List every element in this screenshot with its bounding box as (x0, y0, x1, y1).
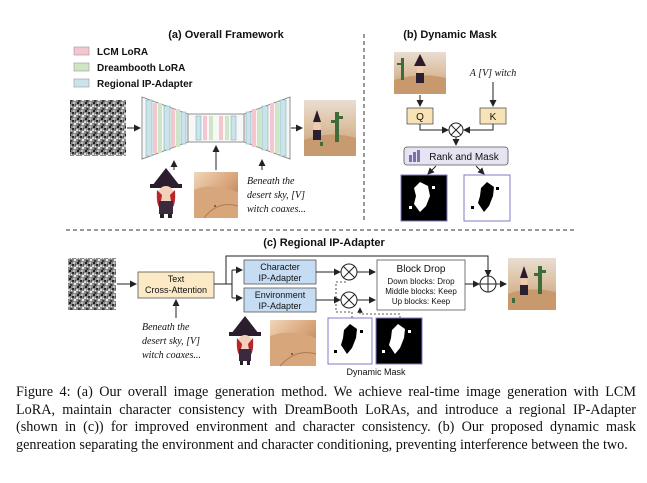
prompt-c-line-3: witch coaxes... (142, 350, 201, 361)
k-label: K (490, 112, 497, 123)
output-image-c (508, 258, 556, 310)
arrow-q-to-mult (419, 124, 449, 134)
panel-c-title: (c) Regional IP-Adapter (263, 237, 385, 249)
text-xattn-line-1: Text (168, 274, 185, 284)
panel-b-title: (b) Dynamic Mask (403, 29, 497, 41)
multiply-icon-b (448, 122, 464, 138)
unet (141, 96, 291, 160)
figure-diagram: (a) Overall Framework LCM LoRA Dreamboot… (66, 29, 574, 377)
char-adapter-line-2: IP-Adapter (258, 273, 301, 283)
multiply-icon-env (340, 291, 358, 309)
legend-label-regional: Regional IP-Adapter (97, 79, 193, 90)
env-adapter-line-2: IP-Adapter (258, 301, 301, 311)
reference-image-b (394, 52, 446, 94)
desert-environment-image-c (270, 320, 317, 367)
prompt-a-line-1: Beneath the (247, 176, 295, 187)
q-label: Q (416, 112, 424, 123)
legend: LCM LoRA Dreambooth LoRA Regional IP-Ada… (73, 46, 193, 90)
mask-image-environment-c (375, 317, 423, 365)
rank-and-mask-label: Rank and Mask (429, 152, 499, 163)
mask-image-environment-b (400, 174, 448, 222)
legend-swatch-lcm (73, 46, 90, 56)
block-drop-line-1: Down blocks: Drop (387, 277, 455, 286)
dynamic-mask-label: Dynamic Mask (346, 367, 406, 377)
prompt-text-a: Beneath the desert sky, [V] witch coaxes… (247, 176, 306, 215)
rank-and-mask-box (403, 146, 509, 166)
char-adapter-line-1: Character (260, 262, 300, 272)
mask-image-character-c (327, 317, 373, 365)
block-drop-title: Block Drop (397, 264, 446, 275)
text-xattn-line-2: Cross-Attention (145, 285, 207, 295)
desert-environment-image-a (194, 172, 239, 219)
environment-ip-adapter-box (243, 287, 317, 313)
arrow-rank-to-mask-right (475, 165, 485, 175)
add-icon (479, 275, 497, 293)
panel-a-title: (a) Overall Framework (168, 29, 284, 41)
block-drop-box (376, 259, 466, 311)
noise-image-a (70, 100, 126, 156)
mask-to-mult-env (357, 307, 401, 318)
legend-swatch-regional (73, 78, 90, 88)
character-ip-adapter-box (243, 259, 317, 285)
bar-chart-icon (409, 150, 420, 162)
unet-layers (145, 99, 287, 157)
arrow-k-to-mult (463, 124, 494, 134)
legend-label-dreambooth: Dreambooth LoRA (97, 63, 185, 74)
env-adapter-line-1: Environment (255, 290, 306, 300)
legend-label-lcm: LCM LoRA (97, 47, 148, 58)
multiply-icon-char (340, 263, 358, 281)
arrow-rank-to-mask-left (427, 165, 437, 175)
mask-image-character-b (463, 174, 511, 222)
output-image-a (304, 100, 356, 156)
text-cross-attention-box (137, 271, 215, 299)
witch-character-image-c (226, 316, 264, 366)
figure-caption-text: Figure 4: (a) Our overall image generati… (16, 384, 636, 453)
legend-swatch-dreambooth (73, 62, 90, 72)
prompt-c-line-1: Beneath the (142, 322, 190, 333)
prompt-a-line-2: desert sky, [V] (247, 190, 305, 201)
prompt-c-line-2: desert sky, [V] (142, 336, 200, 347)
block-drop-line-3: Up blocks: Keep (392, 297, 451, 306)
prompt-a-line-3: witch coaxes... (247, 204, 306, 215)
figure-caption: Figure 4: (a) Our overall image generati… (16, 384, 636, 454)
noise-image-c (68, 258, 116, 310)
mask-to-mult-char (335, 281, 353, 318)
witch-character-image-a (146, 168, 186, 218)
skip-connection (225, 255, 492, 284)
text-prompt-b: A [V] witch (469, 68, 516, 79)
prompt-text-c: Beneath the desert sky, [V] witch coaxes… (142, 322, 201, 361)
block-drop-line-2: Middle blocks: Keep (385, 287, 457, 296)
